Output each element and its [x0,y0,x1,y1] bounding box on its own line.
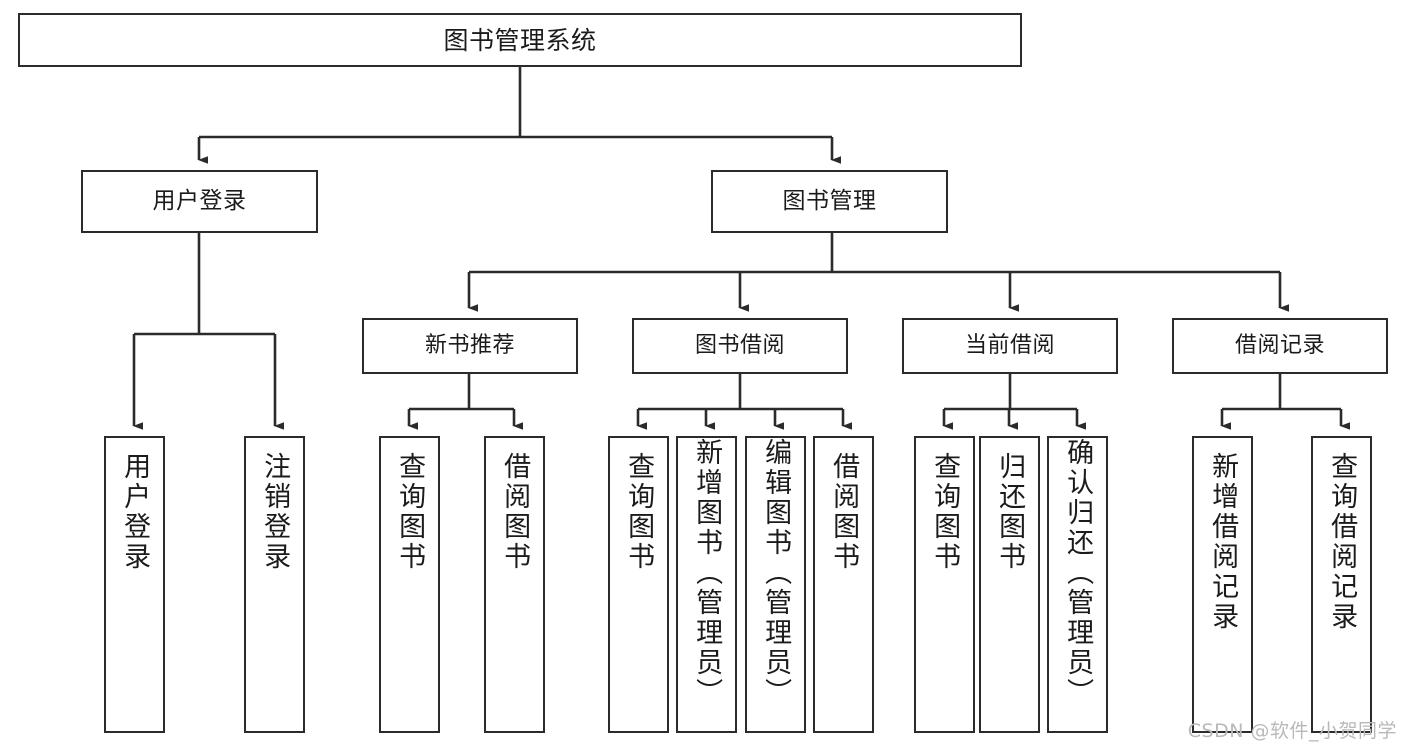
leaf-query-book-3-label: 查询图书 [929,452,961,572]
node-book-borrow-label: 图书借阅 [694,333,785,359]
leaf-borrow-book-2[interactable]: 借阅图书 [813,436,874,733]
node-user-login-label: 用户登录 [152,188,247,215]
node-book-manage-label: 图书管理 [782,188,877,215]
node-book-manage[interactable]: 图书管理 [711,170,948,233]
node-new-book-recommend-label: 新书推荐 [424,333,515,359]
leaf-return-book[interactable]: 归还图书 [979,436,1040,733]
leaf-user-login-label: 用户登录 [119,452,151,572]
leaf-logout-login[interactable]: 注销登录 [244,436,305,733]
leaf-confirm-return[interactable]: 确认归还（管理员） [1047,436,1108,733]
node-borrow-record-label: 借阅记录 [1234,333,1325,359]
leaf-query-book-2[interactable]: 查询图书 [608,436,669,733]
leaf-borrow-book-1[interactable]: 借阅图书 [484,436,545,733]
leaf-borrow-book-1-label: 借阅图书 [499,452,531,572]
leaf-query-book-1-label: 查询图书 [394,452,426,572]
node-root-label: 图书管理系统 [443,25,597,55]
leaf-query-book-1[interactable]: 查询图书 [379,436,440,733]
leaf-return-book-label: 归还图书 [994,452,1026,572]
leaf-query-book-3[interactable]: 查询图书 [914,436,975,733]
leaf-edit-book-label: 编辑图书（管理员） [760,438,792,708]
node-new-book-recommend[interactable]: 新书推荐 [362,318,578,374]
leaf-query-record[interactable]: 查询借阅记录 [1311,436,1372,733]
leaf-user-login[interactable]: 用户登录 [104,436,165,733]
node-current-borrow[interactable]: 当前借阅 [902,318,1118,374]
leaf-add-book-label: 新增图书（管理员） [691,438,723,708]
leaf-query-record-label: 查询借阅记录 [1326,452,1358,632]
node-borrow-record[interactable]: 借阅记录 [1172,318,1388,374]
leaf-query-book-2-label: 查询图书 [623,452,655,572]
node-root[interactable]: 图书管理系统 [18,13,1022,67]
node-book-borrow[interactable]: 图书借阅 [632,318,848,374]
leaf-add-record[interactable]: 新增借阅记录 [1192,436,1253,733]
node-user-login[interactable]: 用户登录 [81,170,318,233]
leaf-add-record-label: 新增借阅记录 [1207,452,1239,632]
csdn-watermark: CSDN @软件_小贺同学 [1187,720,1397,742]
leaf-edit-book[interactable]: 编辑图书（管理员） [745,436,806,733]
leaf-borrow-book-2-label: 借阅图书 [828,452,860,572]
leaf-add-book[interactable]: 新增图书（管理员） [676,436,737,733]
leaf-logout-login-label: 注销登录 [259,452,291,572]
node-current-borrow-label: 当前借阅 [964,333,1055,359]
leaf-confirm-return-label: 确认归还（管理员） [1062,438,1094,708]
